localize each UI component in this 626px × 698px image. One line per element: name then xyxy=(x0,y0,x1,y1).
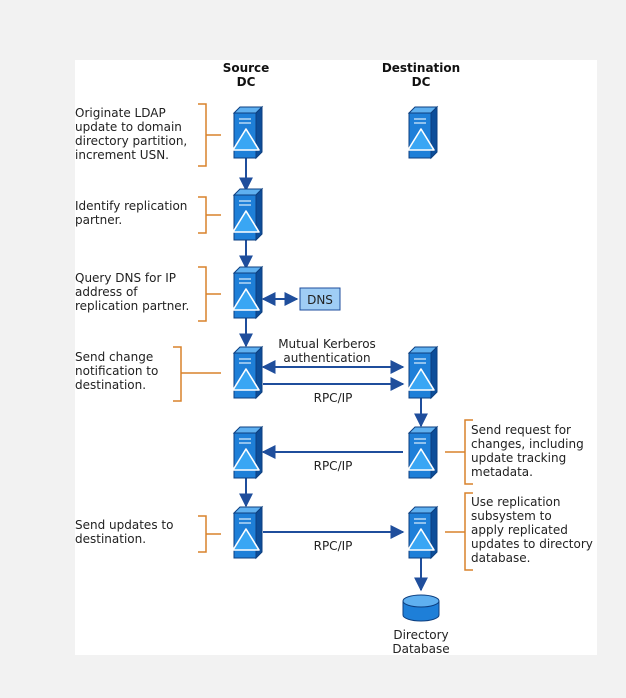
step-apply-line: updates to directory xyxy=(471,537,593,551)
step-send-request: Send request for changes, including upda… xyxy=(471,423,584,479)
step-send-notification-line: destination. xyxy=(75,378,146,392)
step-originate-line: Originate LDAP xyxy=(75,106,166,120)
step-identify: Identify replication partner. xyxy=(75,199,187,227)
server-icon xyxy=(407,425,439,480)
step-send-request-line: changes, including xyxy=(471,437,584,451)
step-send-request-line: update tracking xyxy=(471,451,566,465)
bracket-query-dns xyxy=(198,266,221,322)
step-apply-line: subsystem to xyxy=(471,509,552,523)
directory-database-label-line1: Directory xyxy=(393,628,448,642)
bracket-identify xyxy=(198,196,221,234)
step-identify-line: partner. xyxy=(75,213,122,227)
source-dc-header-line2: DC xyxy=(237,75,256,89)
step-apply-line: database. xyxy=(471,551,530,565)
bracket-apply xyxy=(445,492,473,571)
step-brackets xyxy=(173,103,473,571)
server-icon xyxy=(232,105,264,160)
mutual-kerberos-label-line1: Mutual Kerberos xyxy=(278,337,376,351)
server-icon xyxy=(232,265,264,320)
step-send-notification-line: notification to xyxy=(75,364,158,378)
replication-diagram: Source DC Destination DC Mutual Kerberos… xyxy=(75,61,593,655)
step-send-updates-line: destination. xyxy=(75,532,146,546)
directory-database-label-line2: Database xyxy=(392,642,449,655)
rpc-ip-label-3: RPC/IP xyxy=(314,539,353,553)
step-send-updates: Send updates to destination. xyxy=(75,518,173,546)
step-send-request-line: metadata. xyxy=(471,465,533,479)
step-apply-line: apply replicated xyxy=(471,523,568,537)
dns-box xyxy=(299,287,341,311)
source-dc-header-line1: Source xyxy=(223,61,270,75)
step-query-dns-line: address of xyxy=(75,285,138,299)
bracket-send-notification xyxy=(173,346,221,402)
server-icon xyxy=(232,425,264,480)
step-originate-line: increment USN. xyxy=(75,148,169,162)
step-send-request-line: Send request for xyxy=(471,423,571,437)
database-cylinder-icon xyxy=(402,594,440,622)
horizontal-flow-arrows xyxy=(261,292,405,539)
server-icon xyxy=(232,505,264,560)
server-icon xyxy=(407,105,439,160)
vertical-flow-arrows xyxy=(239,158,428,592)
step-originate-line: directory partition, xyxy=(75,134,187,148)
server-icon xyxy=(232,187,264,242)
diagram-canvas: Source DC Destination DC Mutual Kerberos… xyxy=(75,60,597,655)
server-icon xyxy=(407,345,439,400)
step-query-dns: Query DNS for IP address of replication … xyxy=(75,271,189,313)
rpc-ip-label-2: RPC/IP xyxy=(314,459,353,473)
step-apply: Use replication subsystem to apply repli… xyxy=(471,495,593,565)
bracket-send-updates xyxy=(198,515,221,553)
step-send-updates-line: Send updates to xyxy=(75,518,173,532)
step-identify-line: Identify replication xyxy=(75,199,187,213)
step-send-notification-line: Send change xyxy=(75,350,153,364)
bracket-originate xyxy=(198,103,221,167)
server-icon xyxy=(407,505,439,560)
destination-dc-header-line2: DC xyxy=(412,75,431,89)
step-originate: Originate LDAP update to domain director… xyxy=(75,106,187,162)
step-query-dns-line: replication partner. xyxy=(75,299,189,313)
dns-label: DNS xyxy=(307,293,333,307)
bracket-send-request xyxy=(445,419,473,485)
server-icon xyxy=(232,345,264,400)
step-send-notification: Send change notification to destination. xyxy=(75,350,158,392)
mutual-kerberos-label-line2: authentication xyxy=(283,351,370,365)
step-query-dns-line: Query DNS for IP xyxy=(75,271,176,285)
step-apply-line: Use replication xyxy=(471,495,561,509)
step-originate-line: update to domain xyxy=(75,120,182,134)
rpc-ip-label-1: RPC/IP xyxy=(314,391,353,405)
destination-dc-header-line1: Destination xyxy=(382,61,460,75)
